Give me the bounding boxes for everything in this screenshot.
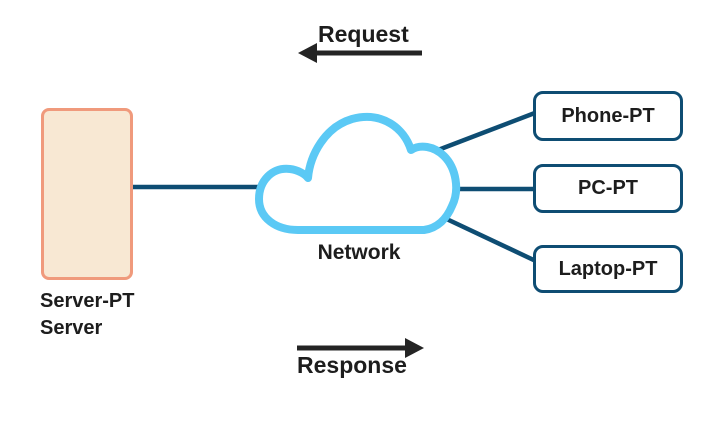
server-type: Server (40, 317, 103, 339)
device-node-phone: Phone-PT (533, 91, 683, 141)
device-label: PC-PT (578, 177, 638, 199)
connector-network-phone (424, 108, 541, 158)
server-name: Server-PT (40, 290, 135, 312)
device-node-laptop: Laptop-PT (533, 245, 683, 293)
response-arrow-icon (297, 338, 424, 358)
network-label: Network (317, 241, 401, 264)
response-label: Response (297, 352, 407, 378)
request-arrow-icon (298, 43, 422, 63)
device-label: Laptop-PT (558, 257, 658, 280)
server-label: Server-PT Server (40, 288, 135, 342)
device-node-pc: PC-PT (533, 164, 683, 213)
device-label: Phone-PT (561, 104, 655, 127)
server-node (41, 108, 133, 280)
request-label: Request (318, 21, 409, 47)
network-cloud-icon (255, 113, 461, 234)
connector-network-laptop (435, 211, 541, 266)
